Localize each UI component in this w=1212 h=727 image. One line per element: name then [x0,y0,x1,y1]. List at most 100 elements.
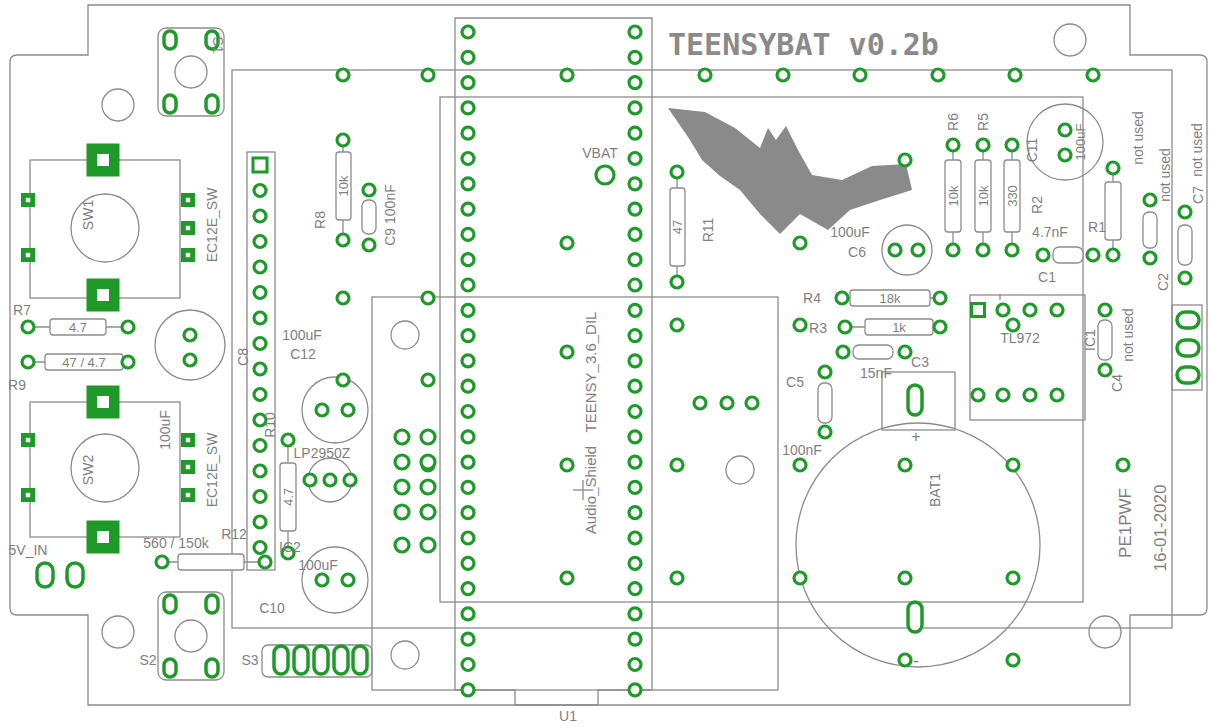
mount-hole [1089,616,1121,648]
silkscreen-label: not used [1158,148,1172,202]
mount-hole [1054,24,1086,56]
encoder-knob [71,434,139,502]
solder-pad [1037,249,1049,261]
silkscreen-label: R4 [803,291,821,305]
oval-pad [206,659,218,677]
solder-pad [422,69,434,81]
silkscreen-label: 330 [1006,185,1019,207]
resistor-symbol [670,188,685,266]
silkscreen-label: 100uF [830,225,870,239]
silkscreen-label: 10k [977,186,990,207]
solder-pad [282,434,294,446]
pad-hole [186,198,190,202]
solder-pad [22,321,34,333]
oval-pad [1177,367,1199,383]
silkscreen-label: 100uF [282,328,322,342]
solder-pad [629,684,641,696]
oval-pad [908,385,922,415]
solder-pad [462,102,474,114]
solder-pad [462,481,474,493]
silkscreen-label: C6 [848,245,866,259]
silkscreen-label: C1 [1038,270,1056,284]
resistor-symbol [865,319,933,335]
solder-pad [629,228,641,240]
solder-pad [421,430,435,444]
solder-pad [462,51,474,63]
silkscreen-label: 5V_IN [9,543,48,557]
square-pad [88,522,118,552]
solder-pad [794,459,806,471]
oval-pad [164,95,176,113]
solder-pad [254,363,266,375]
pad-hole [186,438,190,442]
solder-pad [337,134,349,146]
silkscreen-label: C8 [236,348,250,366]
oval-pad [353,646,367,674]
solder-pad [395,455,409,469]
silkscreen-label: S2 [139,653,156,667]
solder-pad [671,459,683,471]
solder-pad [889,244,901,256]
solder-pad [997,389,1009,401]
silkscreen-label: TL972 [1000,331,1040,345]
solder-pad [629,557,641,569]
solder-pad [629,355,641,367]
silkscreen-label: + [911,429,920,445]
solder-pad [337,292,349,304]
solder-pad [122,321,134,333]
silkscreen-label: 560 / 150k [143,536,208,550]
solder-pad [462,127,474,139]
pad-hole [97,289,109,301]
solder-pad [462,608,474,620]
silkscreen-label: 15nF [860,366,892,380]
solder-pad [259,556,271,568]
solder-pad [629,406,641,418]
mount-hole [102,89,134,121]
capacitor-symbol [818,383,832,423]
switch-button [175,620,207,652]
solder-pad [462,456,474,468]
silkscreen-label: C10 [259,601,285,615]
solder-pad [561,459,573,471]
square-pad [253,158,267,172]
solder-pad [629,127,641,139]
solder-pad [22,356,34,368]
square-pad [183,223,194,234]
pad-hole [186,226,190,230]
solder-pad [899,654,911,666]
silkscreen-label: R11 [701,218,715,243]
mount-hole [391,321,419,349]
solder-pad [254,312,266,324]
solder-pad [156,556,168,568]
resistor-symbol [1004,160,1020,232]
pcb-outline [232,70,1172,628]
silkscreen-label: C9 100nF [383,184,397,245]
silkscreen-label: C5 [786,375,804,389]
solder-pad [1107,162,1119,174]
silkscreen-label: R5 [976,113,990,131]
silkscreen-label: 47 / 4.7 [62,356,105,369]
solder-pad [395,505,409,519]
solder-pad [934,292,946,304]
solder-pad [721,397,733,409]
encoder-knob [71,194,139,262]
solder-pad [254,261,266,273]
silkscreen-label: IC2 [279,540,301,554]
silkscreen-label: 47 [671,220,684,234]
silkscreen-label: R6 [946,113,960,131]
solder-pad [363,184,375,196]
pad-hole [186,465,190,469]
solder-pad [629,431,641,443]
capacitor-outline [302,377,368,443]
silkscreen-label: IC1 [1083,329,1097,351]
solder-pad [932,69,944,81]
square-pad [183,462,194,473]
resistor-symbol [1105,182,1121,240]
solder-pad [1179,272,1191,284]
solder-pad [977,244,989,256]
solder-pad [1144,194,1156,206]
square-pad [183,435,194,446]
solder-pad [777,69,789,81]
silkscreen-label: 100uF [298,558,338,572]
